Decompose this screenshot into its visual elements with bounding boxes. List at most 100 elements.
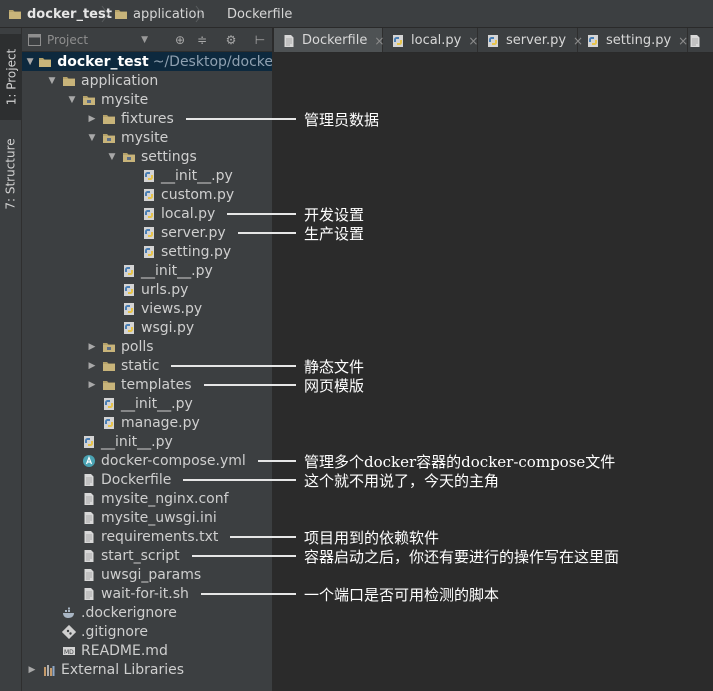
- target-icon[interactable]: ⊕: [174, 32, 186, 47]
- package-folder-icon: [122, 150, 136, 164]
- breadcrumb-item[interactable]: application: [114, 0, 205, 28]
- tree-row[interactable]: __init__.py: [22, 432, 272, 451]
- tree-row[interactable]: uwsgi_params: [22, 565, 272, 584]
- breadcrumb-separator-icon: [100, 5, 110, 23]
- editor-tab[interactable]: Dockerfile ×: [274, 28, 385, 52]
- structure-tool-tab[interactable]: 7: Structure: [0, 126, 22, 222]
- close-icon[interactable]: ×: [678, 33, 689, 48]
- tree-row[interactable]: .dockerignore: [22, 603, 272, 622]
- annotation-line: [227, 212, 296, 215]
- project-tool-tab[interactable]: 1: Project: [0, 34, 22, 120]
- expand-arrow-icon[interactable]: ▼: [26, 56, 34, 67]
- tree-row[interactable]: ▶static: [22, 356, 272, 375]
- tree-row-label: templates: [121, 376, 192, 393]
- breadcrumb-item[interactable]: docker_test: [8, 0, 112, 28]
- tree-row[interactable]: requirements.txt: [22, 527, 272, 546]
- tree-row-label: .gitignore: [81, 623, 148, 640]
- tool-window-strip: 1: Project 7: Structure: [0, 28, 22, 691]
- tree-row[interactable]: ▶ External Libraries: [22, 660, 272, 679]
- tree-row[interactable]: start_script: [22, 546, 272, 565]
- tree-row-label: mysite_uwsgi.ini: [101, 509, 217, 526]
- tree-row[interactable]: docker-compose.yml: [22, 451, 272, 470]
- collapse-arrow-icon[interactable]: ▶: [88, 379, 96, 390]
- expand-arrow-icon[interactable]: ▼: [88, 132, 96, 143]
- tree-row-label: mysite_nginx.conf: [101, 490, 229, 507]
- annotation-line: [191, 554, 296, 557]
- more-tabs-icon[interactable]: [688, 28, 713, 52]
- annotation-text: 这个就不用说了，今天的主角: [304, 471, 500, 490]
- editor-area[interactable]: [274, 53, 713, 691]
- close-icon[interactable]: ×: [374, 33, 385, 48]
- tree-row-label: External Libraries: [61, 661, 184, 678]
- pin-icon[interactable]: ⊢: [254, 32, 266, 47]
- python-file-icon: [102, 397, 116, 411]
- close-icon[interactable]: ×: [468, 33, 479, 48]
- python-file-icon: [142, 169, 156, 183]
- tree-row[interactable]: mysite_uwsgi.ini: [22, 508, 272, 527]
- project-view-select[interactable]: Project ▼: [28, 31, 148, 48]
- tree-row[interactable]: ▼application: [22, 71, 272, 90]
- gear-icon[interactable]: ⚙: [225, 32, 237, 47]
- tree-row-label: wait-for-it.sh: [101, 585, 189, 602]
- annotation-line: [200, 592, 296, 595]
- editor-tab[interactable]: local.py×: [383, 28, 479, 52]
- annotation-text: 开发设置: [304, 205, 365, 224]
- python-file-icon: [142, 188, 156, 202]
- tree-row[interactable]: wsgi.py: [22, 318, 272, 337]
- tree-row[interactable]: ▶ polls: [22, 337, 272, 356]
- collapse-icon[interactable]: ≑: [196, 32, 208, 47]
- git-icon: [61, 624, 77, 639]
- tree-row[interactable]: ▼ settings: [22, 147, 272, 166]
- tree-row[interactable]: ▼ mysite: [22, 90, 272, 109]
- text-file-icon: [82, 530, 96, 544]
- expand-arrow-icon[interactable]: ▼: [68, 94, 76, 105]
- annotation-line: [230, 535, 296, 538]
- tree-row[interactable]: __init__.py: [22, 394, 272, 413]
- tree-row[interactable]: ▶ templates: [22, 375, 272, 394]
- tree-row-label: setting.py: [161, 243, 232, 260]
- tree-row-label: Dockerfile: [101, 471, 172, 488]
- tree-row[interactable]: custom.py: [22, 185, 272, 204]
- tree-row[interactable]: server.py: [22, 223, 272, 242]
- collapse-arrow-icon[interactable]: ▶: [88, 341, 96, 352]
- tree-row-label: wsgi.py: [141, 319, 195, 336]
- tree-row[interactable]: __init__.py: [22, 261, 272, 280]
- tree-row[interactable]: ▼mysite: [22, 128, 272, 147]
- package-folder-icon: [82, 93, 96, 107]
- text-file-icon: [82, 473, 96, 487]
- collapse-arrow-icon[interactable]: ▶: [28, 664, 36, 675]
- close-icon[interactable]: ×: [573, 33, 584, 48]
- editor-tab-label: server.py: [506, 33, 567, 48]
- editor-tab[interactable]: server.py ×: [478, 28, 583, 52]
- tree-row[interactable]: views.py: [22, 299, 272, 318]
- text-file-icon: [82, 568, 96, 582]
- tree-row[interactable]: ▼docker_test~/Desktop/docke: [22, 52, 272, 71]
- expand-arrow-icon[interactable]: ▼: [48, 75, 56, 86]
- folder-icon: [102, 378, 116, 392]
- collapse-arrow-icon[interactable]: ▶: [88, 360, 96, 371]
- tree-row[interactable]: setting.py: [22, 242, 272, 261]
- tree-row[interactable]: .gitignore: [22, 622, 272, 641]
- tree-row[interactable]: __init__.py: [22, 166, 272, 185]
- project-view-label: Project: [47, 32, 89, 47]
- collapse-arrow-icon[interactable]: ▶: [88, 113, 96, 124]
- editor-tab[interactable]: setting.py×: [578, 28, 689, 52]
- tree-row[interactable]: Dockerfile: [22, 470, 272, 489]
- tree-row[interactable]: wait-for-it.sh: [22, 584, 272, 603]
- editor-tab-label: Dockerfile: [302, 33, 368, 48]
- tree-row-label: polls: [121, 338, 154, 355]
- tree-row-label: mysite: [101, 91, 149, 108]
- tree-row[interactable]: manage.py: [22, 413, 272, 432]
- tree-row-label: __init__.py: [141, 262, 213, 279]
- folder-icon: [38, 55, 52, 69]
- expand-arrow-icon[interactable]: ▼: [108, 151, 116, 162]
- tree-row-label: __init__.py: [121, 395, 193, 412]
- tree-row[interactable]: mysite_nginx.conf: [22, 489, 272, 508]
- tree-row[interactable]: local.py: [22, 204, 272, 223]
- breadcrumb-item[interactable]: Dockerfile: [208, 0, 292, 28]
- yaml-file-icon: [82, 454, 96, 468]
- tree-row[interactable]: urls.py: [22, 280, 272, 299]
- tree-row-label: settings: [141, 148, 197, 165]
- tree-row[interactable]: ▶fixtures: [22, 109, 272, 128]
